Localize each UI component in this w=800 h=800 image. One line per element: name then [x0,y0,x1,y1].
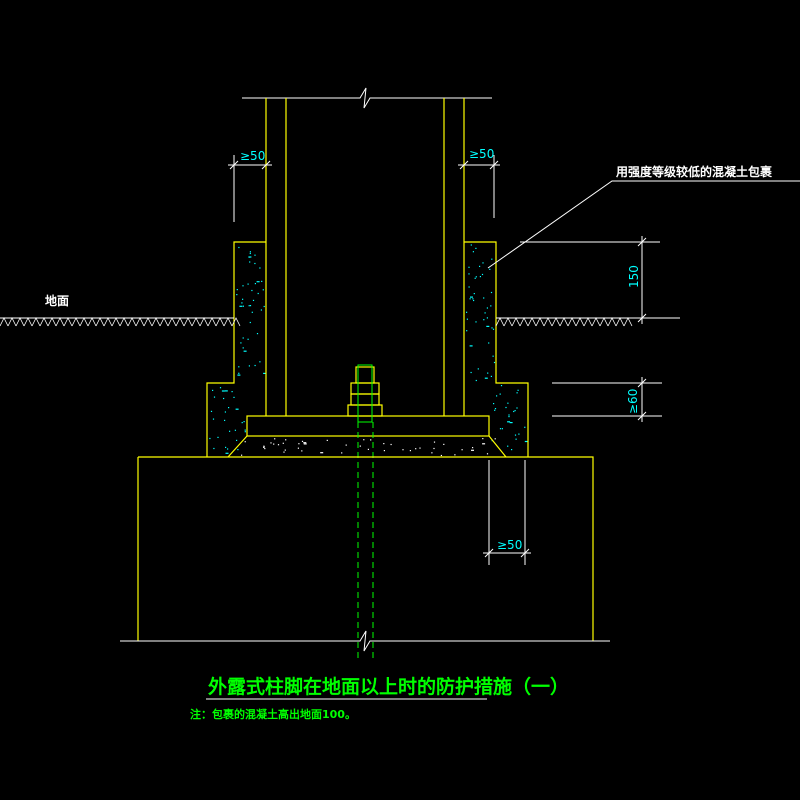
dim-150-text: 150 [627,265,641,288]
drawing-note: 注：包裹的混凝土高出地面100。 [190,707,356,721]
anchor-bolt [347,364,383,660]
drawing-title: 外露式柱脚在地面以上时的防护措施（一） [208,675,569,698]
concrete-hatch [209,244,528,457]
dim-right-top-text: ≥50 [469,147,494,161]
concrete-encasement [206,241,529,458]
ground-label: 地面 [45,293,69,308]
leader-note: 用强度等级较低的混凝土包裹 [615,164,773,179]
ground-line [0,317,633,327]
base-plate [246,415,490,437]
dimension-right-top [458,155,500,218]
dimension-left-top [228,155,272,222]
leader-line [487,180,800,269]
dim-bottom-text: ≥50 [497,538,522,552]
foundation [120,456,610,652]
steel-column [242,87,492,416]
dimension-bottom [483,460,531,565]
dim-left-top-text: ≥50 [240,149,265,163]
dim-60-text: ≥60 [626,389,640,414]
dimension-60 [552,377,662,422]
dimension-150 [496,236,680,324]
